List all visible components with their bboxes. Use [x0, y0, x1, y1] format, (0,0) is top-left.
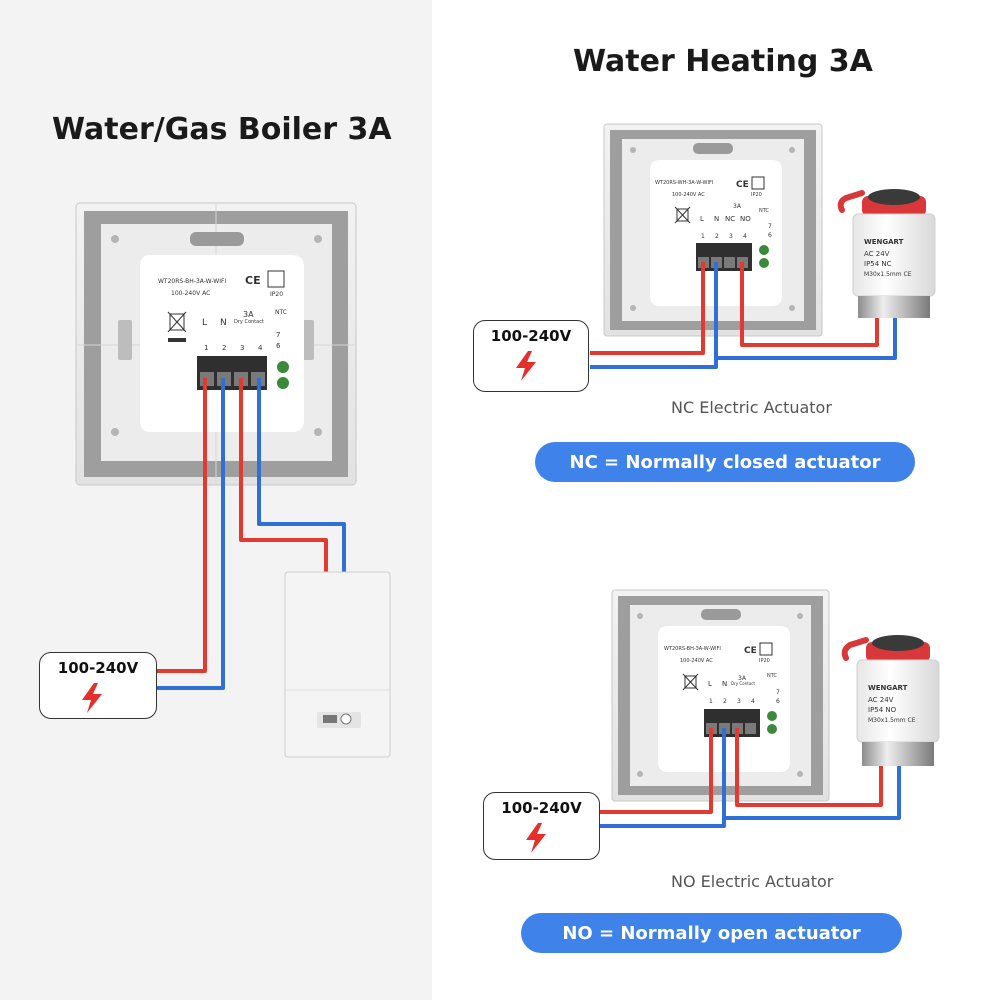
- no-power-source: 100-240V: [483, 792, 600, 860]
- left-term-2: 2: [222, 344, 226, 352]
- left-ce-mark: CE: [245, 274, 261, 287]
- nc-term-n: N: [714, 215, 719, 223]
- no-actuator-brand: WENGART: [868, 684, 908, 692]
- no-term-4: 4: [751, 698, 755, 705]
- no-term-l: L: [708, 680, 712, 688]
- nc-term-2: 2: [715, 233, 719, 240]
- no-term-3: 3: [737, 698, 741, 705]
- no-voltage-label: 100-240V AC: [680, 658, 713, 664]
- nc-actuator-brand: WENGART: [864, 238, 904, 246]
- no-actuator-spec2: IP54 NO: [868, 706, 897, 714]
- left-thermostat: WT20RS-BH-3A-W-WIFI CE IP20 100-240V AC …: [75, 202, 357, 486]
- lightning-bolt-icon: [526, 823, 546, 853]
- no-term-2: 2: [723, 698, 727, 705]
- nc-ip-rating: IP20: [751, 192, 762, 198]
- nc-term-4: 4: [743, 233, 747, 240]
- no-ce-mark: CE: [744, 646, 757, 656]
- nc-term-1: 1: [701, 233, 705, 240]
- nc-ntc-label: NTC: [759, 208, 770, 214]
- nc-actuator: WENGART AC 24V IP54 NC M30x1.5mm CE: [837, 189, 936, 318]
- no-definition-pill: NO = Normally open actuator: [521, 913, 902, 953]
- nc-term-no: NO: [740, 215, 751, 223]
- nc-thermostat-model: WT20RS-WH-3A-W-WIFI: [655, 180, 713, 186]
- left-sensor-7: 7: [276, 331, 280, 339]
- nc-sensor-6: 6: [768, 232, 772, 239]
- nc-sensor-7: 7: [768, 223, 772, 230]
- nc-term-nc: NC: [725, 215, 735, 223]
- left-term-3: 3: [240, 344, 244, 352]
- left-panel-background: [0, 0, 432, 1000]
- lightning-bolt-icon: [516, 351, 536, 381]
- left-ntc-label: NTC: [275, 309, 287, 316]
- left-voltage-label: 100-240V AC: [171, 290, 210, 297]
- left-term-4: 4: [258, 344, 263, 352]
- nc-term-3: 3: [729, 233, 733, 240]
- left-term-1: 1: [204, 344, 208, 352]
- boiler-unit: [284, 571, 391, 758]
- nc-actuator-spec3: M30x1.5mm CE: [864, 271, 912, 278]
- no-power-label: 100-240V: [501, 799, 582, 817]
- no-actuator-spec3: M30x1.5mm CE: [868, 717, 916, 724]
- no-actuator: WENGART AC 24V IP54 NO M30x1.5mm CE: [841, 635, 940, 766]
- no-term-1: 1: [709, 698, 713, 705]
- no-sensor-7: 7: [776, 689, 780, 696]
- left-sensor-6: 6: [276, 342, 281, 350]
- no-ip-rating: IP20: [759, 658, 770, 664]
- left-power-source: 100-240V: [39, 652, 157, 719]
- no-thermostat: WT20RS-BH-3A-W-WIFI CE IP20 100-240V AC …: [611, 589, 830, 802]
- nc-power-source: 100-240V: [473, 320, 589, 392]
- left-rating: 3A: [243, 310, 254, 319]
- no-sensor-6: 6: [776, 698, 780, 705]
- no-actuator-spec1: AC 24V: [868, 696, 894, 704]
- left-ip-rating: IP20: [270, 291, 283, 298]
- nc-ce-mark: CE: [736, 180, 749, 190]
- nc-term-l: L: [700, 215, 704, 223]
- nc-power-label: 100-240V: [490, 327, 572, 345]
- no-contact-label: Dry Contact: [731, 681, 755, 686]
- left-thermostat-model: WT20RS-BH-3A-W-WIFI: [158, 278, 226, 285]
- left-panel-title: Water/Gas Boiler 3A: [52, 112, 392, 147]
- nc-actuator-spec2: IP54 NC: [864, 260, 892, 268]
- nc-voltage-label: 100-240V AC: [672, 192, 705, 198]
- nc-rating: 3A: [733, 203, 742, 210]
- right-panel-title: Water Heating 3A: [573, 44, 873, 79]
- nc-thermostat: WT20RS-WH-3A-W-WIFI CE IP20 100-240V AC …: [603, 123, 823, 337]
- nc-actuator-spec1: AC 24V: [864, 250, 890, 258]
- lightning-bolt-icon: [82, 683, 102, 713]
- left-contact-label: Dry Contact: [234, 319, 264, 325]
- nc-actuator-caption: NC Electric Actuator: [671, 398, 832, 417]
- left-term-l: L: [202, 318, 207, 328]
- nc-definition-pill: NC = Normally closed actuator: [535, 442, 915, 482]
- no-thermostat-model: WT20RS-BH-3A-W-WIFI: [664, 646, 721, 652]
- no-actuator-caption: NO Electric Actuator: [671, 872, 834, 891]
- left-power-label: 100-240V: [57, 659, 139, 677]
- no-ntc-label: NTC: [767, 673, 778, 679]
- no-rating: 3A: [738, 675, 747, 682]
- no-term-n: N: [722, 680, 727, 688]
- left-term-n: N: [220, 318, 227, 328]
